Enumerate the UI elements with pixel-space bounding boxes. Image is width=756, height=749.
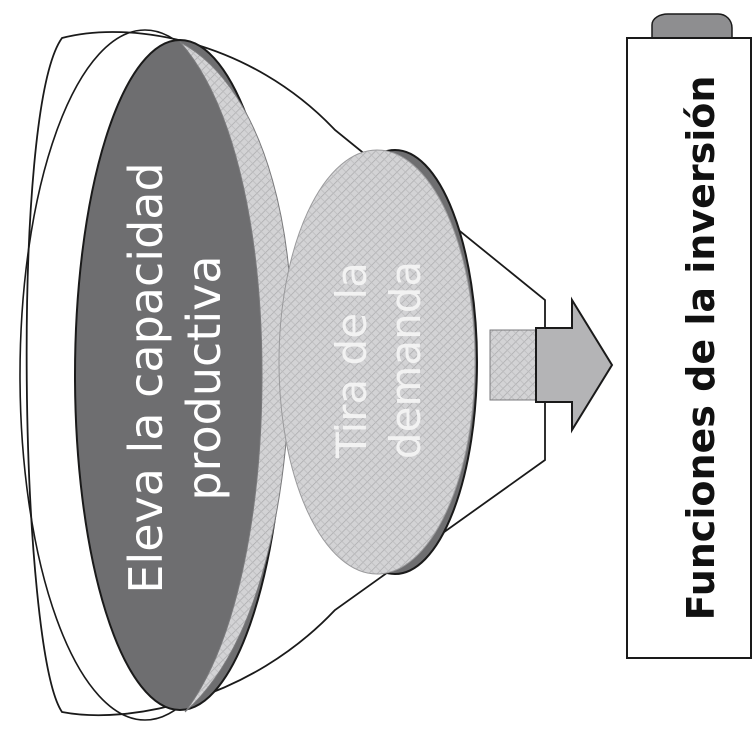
inner-label-line-1: Tira de la: [327, 262, 376, 459]
outer-hatched-crescent: [179, 41, 293, 713]
inner-hatched-ellipse: [278, 149, 476, 575]
outer-label-line-1: Eleva la capacidad: [119, 162, 173, 593]
outer-label-line-2: productiva: [177, 255, 231, 500]
box-label-text: Funciones de la inversión: [679, 76, 723, 621]
inner-label: Tira de la demanda: [327, 261, 430, 459]
box-tab: [651, 13, 733, 41]
funnel-outlet: [489, 329, 539, 401]
outer-label: Eleva la capacidad productiva: [119, 162, 231, 593]
arrow-right: [535, 296, 614, 434]
inner-label-line-2: demanda: [381, 261, 430, 459]
functions-box: [626, 37, 752, 659]
box-label: Funciones de la inversión: [679, 76, 723, 621]
